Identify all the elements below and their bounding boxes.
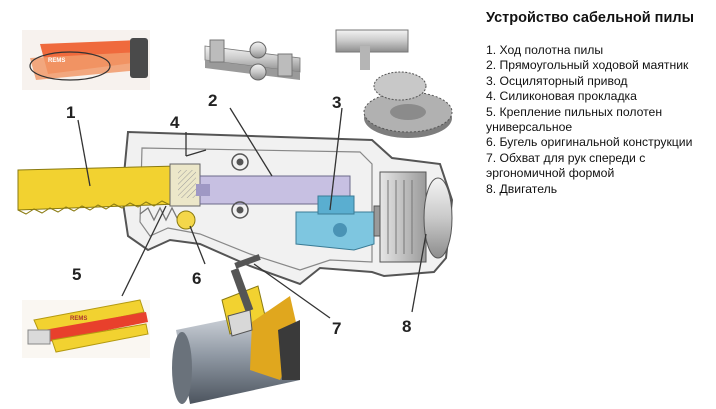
leader-lines bbox=[77, 107, 427, 319]
legend-item-2: 2. Прямоугольный ходовой маятник bbox=[486, 58, 689, 73]
leader-6 bbox=[189, 225, 206, 265]
inset-blade-closeup: REMS bbox=[22, 30, 150, 90]
callout-2: 2 bbox=[208, 91, 217, 110]
legend-item-8: 8. Двигатель bbox=[486, 181, 558, 196]
motor bbox=[379, 171, 427, 263]
legend-item-4: 4. Силиконовая прокладка bbox=[486, 89, 637, 104]
saw-body bbox=[17, 130, 454, 286]
svg-text:REMS: REMS bbox=[70, 316, 87, 322]
legend-item-7: 7. Обхват для рук спереди с эргономичной… bbox=[486, 150, 646, 181]
legend-item-3: 3. Осциляторный привод bbox=[486, 73, 628, 88]
legend-item-6: 6. Бугель оригинальной конструкции bbox=[486, 135, 693, 150]
callout-5: 5 bbox=[72, 265, 81, 284]
inset-pendulum-bar bbox=[204, 39, 301, 81]
leader-1 bbox=[77, 119, 91, 187]
leader-2 bbox=[229, 107, 273, 177]
diagram-title: Устройство сабельной пилы bbox=[486, 10, 694, 26]
callout-8: 8 bbox=[402, 317, 411, 336]
legend-item-5: 5. Крепление пильных полотен универсальн… bbox=[486, 104, 663, 135]
leader-7 bbox=[253, 263, 331, 319]
housing-outline bbox=[120, 130, 454, 286]
callout-6: 6 bbox=[192, 269, 201, 288]
callout-7: 7 bbox=[332, 319, 341, 338]
legend-panel: Устройство сабельной пилы 1. Ход полотна… bbox=[486, 10, 712, 197]
blade-brand-text: REMS bbox=[48, 58, 65, 64]
leader-5 bbox=[121, 205, 167, 297]
legend-item-1: 1. Ход полотна пилы bbox=[486, 43, 604, 57]
blade-highlight-ellipse bbox=[29, 51, 111, 81]
callout-3: 3 bbox=[332, 93, 341, 112]
leader-3 bbox=[329, 107, 343, 211]
legend-list: 1. Ход полотна пилы 2. Прямоугольный ход… bbox=[486, 43, 712, 197]
leader-8 bbox=[411, 233, 427, 313]
callout-numbers: 1 2 3 4 5 6 7 8 bbox=[66, 91, 411, 338]
callout-1: 1 bbox=[66, 103, 75, 122]
blade-yellow bbox=[17, 165, 179, 211]
inset-oscillating-drive bbox=[335, 29, 453, 138]
clamp-photo bbox=[130, 38, 148, 78]
diagram-canvas: REMS bbox=[17, 29, 454, 404]
inset-pipe-cutting bbox=[172, 254, 300, 404]
inset-blade-set: REMS bbox=[22, 299, 150, 358]
callout-4: 4 bbox=[170, 113, 180, 132]
